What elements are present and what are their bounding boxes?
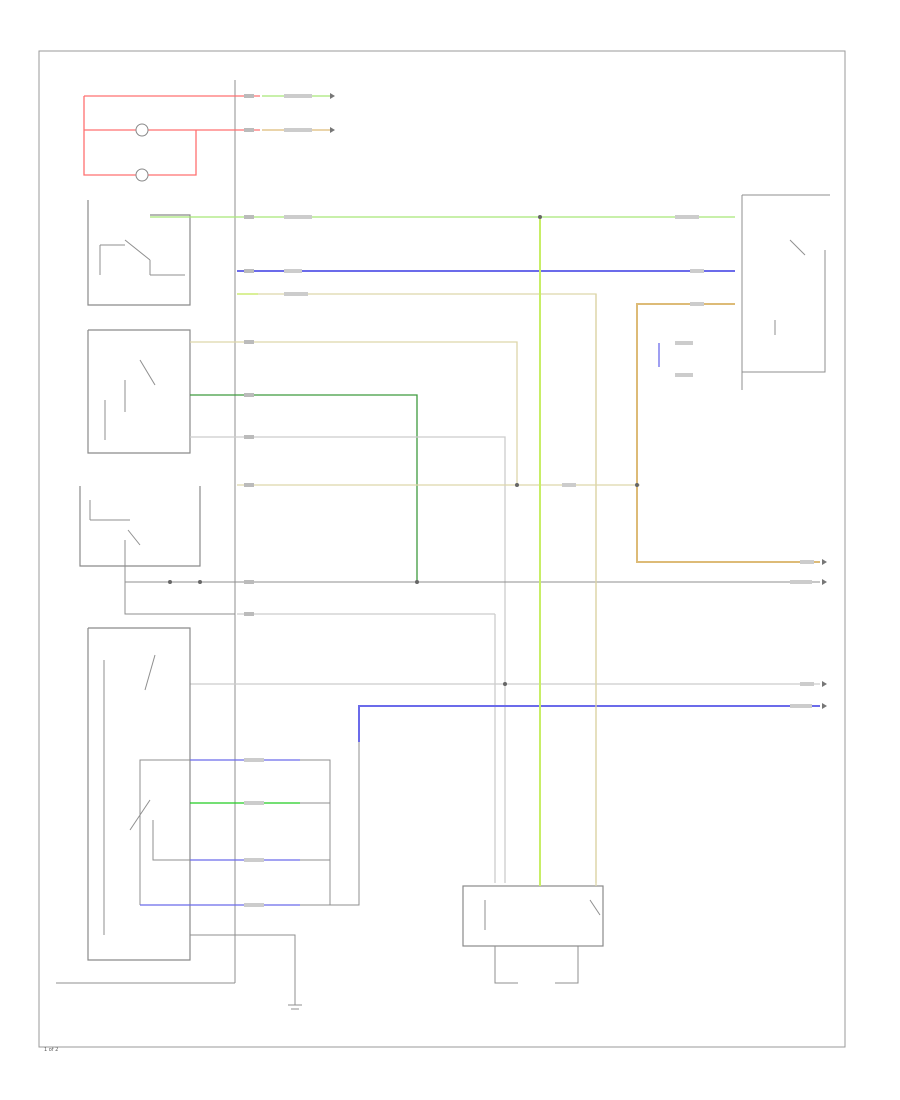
ac-switch-box	[87, 329, 191, 454]
connector-arrow-icon	[330, 127, 335, 133]
illumination-lamp-circuit	[83, 93, 335, 182]
ground-wire	[190, 934, 296, 1005]
connector-arrow-icon	[822, 579, 827, 585]
wire-dark-green	[190, 394, 418, 582]
fan-control-switch	[87, 627, 191, 961]
lamp-icon	[135, 123, 149, 137]
diagram-frame	[38, 50, 846, 1048]
wire-tan-ac	[190, 341, 518, 485]
connector-arrow-icon	[822, 559, 827, 565]
right-connectors	[822, 559, 827, 709]
blower-switch-box	[741, 194, 830, 390]
relay	[462, 885, 604, 984]
lamp-icon	[135, 168, 149, 182]
page-footer-mark: 1 of 2	[44, 1047, 58, 1053]
connector-arrow-icon	[822, 681, 827, 687]
ac-switch	[87, 329, 191, 454]
wire-light-gray	[190, 436, 506, 883]
connector-arrow-icon	[822, 703, 827, 709]
fan-control-switch-box	[87, 627, 191, 961]
defrost-switch-box	[79, 486, 201, 567]
selector-switch-box	[87, 200, 191, 306]
defrost-switch	[79, 486, 201, 567]
wire-tags	[244, 94, 814, 907]
wire-orange-right	[636, 303, 820, 563]
connector-arrow-icon	[330, 93, 335, 99]
relay-box	[462, 885, 604, 947]
wire-tan-top	[237, 293, 597, 883]
selector-switch	[87, 200, 191, 306]
wire-blue-706	[358, 705, 820, 742]
